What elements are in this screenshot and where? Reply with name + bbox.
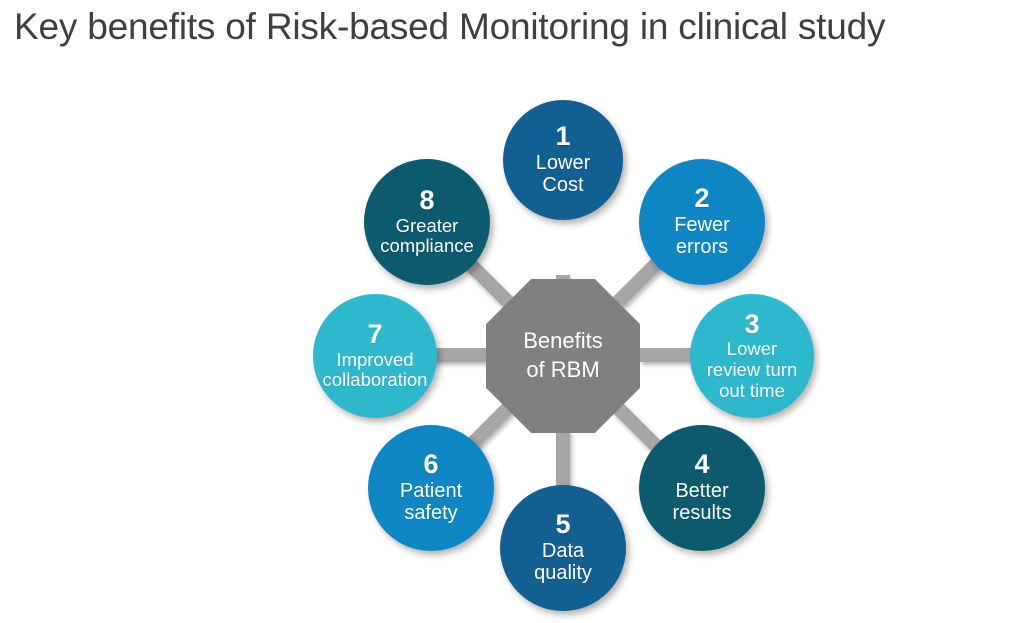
benefit-node-3-label-line-1: Lower [726, 338, 778, 360]
benefit-node-7-number: 7 [367, 319, 383, 350]
hub-octagon: Benefits of RBM [486, 279, 640, 433]
benefit-node-3[interactable]: 3 Lower review turn out time [690, 294, 814, 418]
benefit-node-4-number: 4 [694, 449, 710, 480]
benefit-node-5-label: Data quality [530, 540, 596, 585]
benefit-node-1-label-line-1: Lower [535, 151, 591, 174]
benefit-node-4-label: Better results [669, 480, 736, 525]
benefit-node-6-label-line-1: Patient [399, 479, 463, 502]
benefit-node-5-label-line-2: quality [534, 562, 592, 585]
benefit-node-7[interactable]: 7 Improved collaboration [313, 294, 437, 418]
benefit-node-8-number: 8 [419, 185, 435, 216]
benefit-node-5-number: 5 [555, 509, 571, 540]
benefit-node-4[interactable]: 4 Better results [639, 425, 765, 551]
benefit-node-4-label-line-1: Better [675, 479, 729, 502]
benefit-node-7-label-line-1: Improved [336, 348, 414, 370]
benefit-node-6-number: 6 [423, 449, 439, 480]
benefit-node-3-label: Lower review turn out time [703, 338, 801, 401]
benefit-node-1-number-text: 1 [555, 121, 571, 152]
benefit-node-4-label-line-2: results [672, 502, 732, 525]
benefit-node-1[interactable]: 1 Lower Cost [503, 100, 623, 220]
page-title: Key benefits of Risk-based Monitoring in… [14, 6, 886, 47]
benefit-node-8-label: Greater compliance [376, 214, 478, 257]
benefit-node-6-label-line-2: safety [404, 502, 458, 525]
benefit-node-6[interactable]: 6 Patient safety [368, 425, 494, 551]
benefit-node-2[interactable]: 2 Fewer errors [639, 159, 765, 285]
benefit-node-8-label-line-1: Greater [395, 214, 459, 236]
radial-diagram: Benefits of RBM 1 Lower Cost 2 Fewer err… [0, 60, 1024, 623]
hub-label: Benefits of RBM [523, 327, 603, 384]
benefit-node-2-label: Fewer errors [670, 214, 734, 259]
benefit-node-1-label-line-2: Cost [542, 174, 584, 197]
benefit-node-3-label-line-2: review turn [706, 358, 798, 380]
benefit-node-3-label-line-3: out time [719, 379, 785, 401]
benefit-node-1-label: Lower Cost [532, 152, 594, 197]
benefit-node-7-label: Improved collaboration [319, 348, 432, 391]
benefit-node-2-label-line-2: errors [675, 236, 729, 259]
benefit-node-8[interactable]: 8 Greater compliance [364, 159, 490, 285]
hub-label-line-1: Benefits [523, 328, 603, 354]
benefit-node-6-label: Patient safety [396, 480, 466, 525]
benefit-node-2-label-line-1: Fewer [674, 213, 730, 236]
benefit-node-8-label-line-2: compliance [380, 235, 474, 257]
benefit-node-3-number: 3 [744, 308, 760, 339]
benefit-node-2-number: 2 [694, 183, 710, 214]
benefit-node-5-label-line-1: Data [541, 539, 585, 562]
benefit-node-5[interactable]: 5 Data quality [500, 485, 626, 611]
hub-label-line-2: of RBM [526, 357, 600, 382]
benefit-node-7-label-line-2: collaboration [322, 369, 428, 391]
